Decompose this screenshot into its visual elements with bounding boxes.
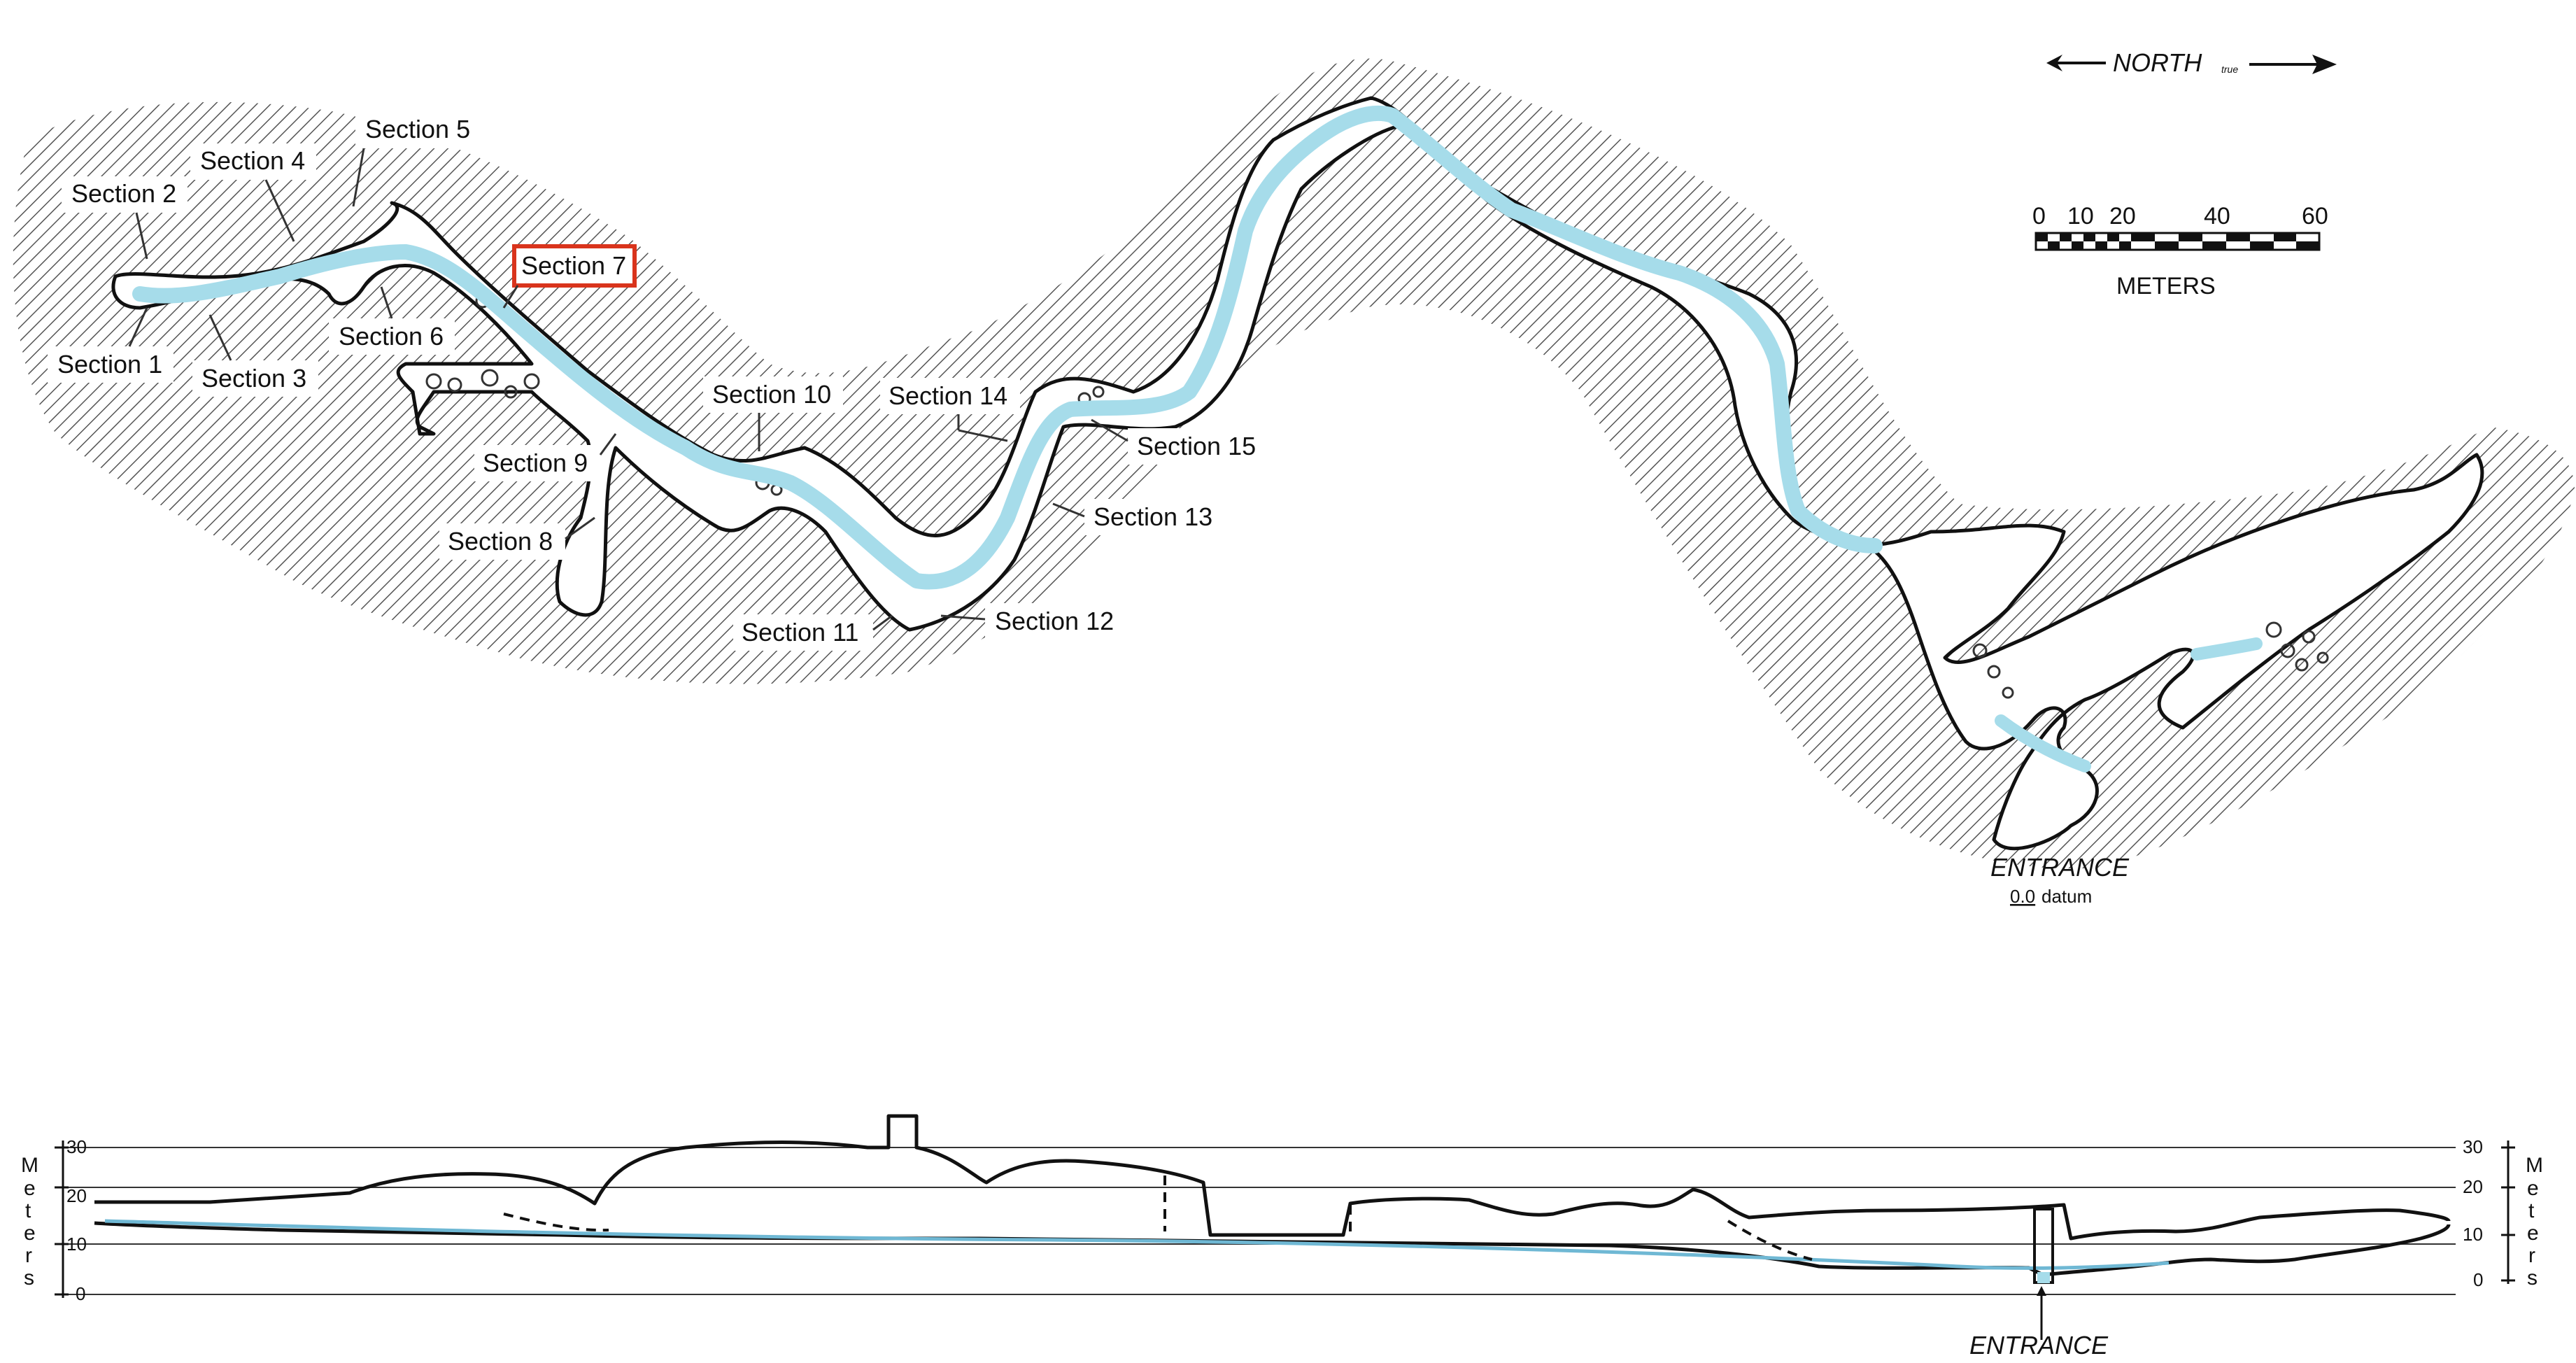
svg-text:Section 1: Section 1 [57, 350, 162, 379]
section-label-2: Section 2 [62, 176, 187, 260]
svg-text:r: r [2528, 1244, 2535, 1267]
cave-passage [111, 96, 2484, 851]
stream [132, 106, 1883, 590]
north-arrow: NORTH true [2046, 48, 2337, 77]
svg-text:r: r [25, 1244, 32, 1267]
svg-text:s: s [2527, 1266, 2538, 1290]
section-label-15: Section 15 [1091, 418, 1268, 465]
svg-text:s: s [24, 1266, 34, 1290]
profile-entrance-label: ENTRANCE [1969, 1331, 2109, 1360]
section-label-7: Section 7 [502, 244, 637, 309]
svg-text:30: 30 [2463, 1136, 2483, 1157]
plan-view [13, 58, 2575, 869]
section-label-1: Section 1 [48, 307, 174, 383]
profile-entrance-arrow-icon [2037, 1286, 2046, 1296]
svg-text:t: t [2528, 1199, 2535, 1222]
svg-text:e: e [24, 1177, 36, 1200]
section-label-12: Section 12 [940, 603, 1125, 640]
profile-right-axis: 30 20 10 0 M e t e r s [2463, 1136, 2543, 1290]
svg-text:0.0: 0.0 [2010, 886, 2035, 907]
svg-text:0: 0 [2032, 203, 2046, 229]
section-label-4: Section 4 [190, 143, 316, 242]
north-arrow-head-icon [2312, 55, 2337, 74]
svg-text:METERS: METERS [2116, 273, 2216, 299]
svg-text:e: e [24, 1222, 36, 1245]
section-label-8: Section 8 [439, 516, 595, 560]
svg-text:e: e [2527, 1222, 2539, 1245]
section-label-13: Section 13 [1052, 499, 1224, 535]
profile-floor [94, 1221, 2451, 1277]
stream-branch-east [2191, 637, 2263, 661]
svg-text:Section 6: Section 6 [339, 322, 444, 351]
section-label-10: Section 10 [703, 376, 843, 451]
svg-text:20: 20 [66, 1185, 87, 1206]
svg-text:true: true [2221, 64, 2238, 75]
section-label-6: Section 6 [329, 286, 455, 355]
plan-entrance-label: ENTRANCE 0.0 datum [1990, 853, 2130, 907]
profile-dashed-lines [503, 1175, 1813, 1261]
svg-text:Section 12: Section 12 [995, 607, 1114, 635]
section-label-3: Section 3 [192, 314, 318, 397]
svg-text:40: 40 [2204, 203, 2230, 229]
svg-text:M: M [2526, 1154, 2543, 1177]
svg-text:0: 0 [2473, 1269, 2483, 1290]
svg-text:10: 10 [66, 1234, 87, 1255]
svg-text:60: 60 [2302, 203, 2328, 229]
svg-text:Section 9: Section 9 [483, 449, 588, 477]
svg-text:10: 10 [2067, 203, 2094, 229]
section-label-14: Section 14 [880, 378, 1020, 442]
svg-text:datum: datum [2041, 886, 2092, 907]
svg-text:Section 2: Section 2 [71, 179, 176, 208]
section-labels: Section 1 Section 2 Section 3 Section 4 … [48, 112, 1268, 651]
svg-text:Section 8: Section 8 [448, 527, 553, 556]
svg-text:Section 7: Section 7 [521, 251, 626, 280]
profile-view: 30 20 10 0 M e t e r s 30 20 10 0 M e t … [21, 1114, 2543, 1360]
section-label-9: Section 9 [474, 433, 617, 481]
svg-text:30: 30 [66, 1136, 87, 1157]
svg-text:M: M [21, 1154, 38, 1177]
svg-text:Section 11: Section 11 [742, 618, 858, 647]
section-label-11: Section 11 [733, 614, 893, 651]
scale-bar: 0 10 20 40 60 METERS [2032, 203, 2328, 299]
svg-text:NORTH: NORTH [2113, 48, 2202, 77]
svg-text:20: 20 [2463, 1176, 2483, 1197]
svg-text:20: 20 [2109, 203, 2136, 229]
svg-text:Section 13: Section 13 [1094, 502, 1212, 531]
svg-text:Section 4: Section 4 [200, 146, 305, 175]
profile-ceiling [94, 1114, 2451, 1241]
svg-text:Section 14: Section 14 [889, 381, 1007, 410]
svg-text:t: t [25, 1199, 31, 1222]
profile-left-axis: 30 20 10 0 M e t e r s [21, 1136, 87, 1304]
stream-branch [1995, 714, 2091, 772]
svg-text:Section 3: Section 3 [201, 364, 306, 393]
svg-text:10: 10 [2463, 1224, 2483, 1245]
svg-text:ENTRANCE: ENTRANCE [1990, 853, 2130, 882]
svg-text:Section 15: Section 15 [1137, 432, 1256, 460]
svg-text:Section 5: Section 5 [365, 115, 470, 143]
svg-text:0: 0 [76, 1283, 85, 1304]
profile-gridlines [69, 1147, 2456, 1295]
svg-text:e: e [2527, 1177, 2539, 1200]
svg-text:Section 10: Section 10 [712, 380, 831, 409]
profile-stream [104, 1219, 2170, 1270]
section-label-5: Section 5 [352, 112, 481, 207]
